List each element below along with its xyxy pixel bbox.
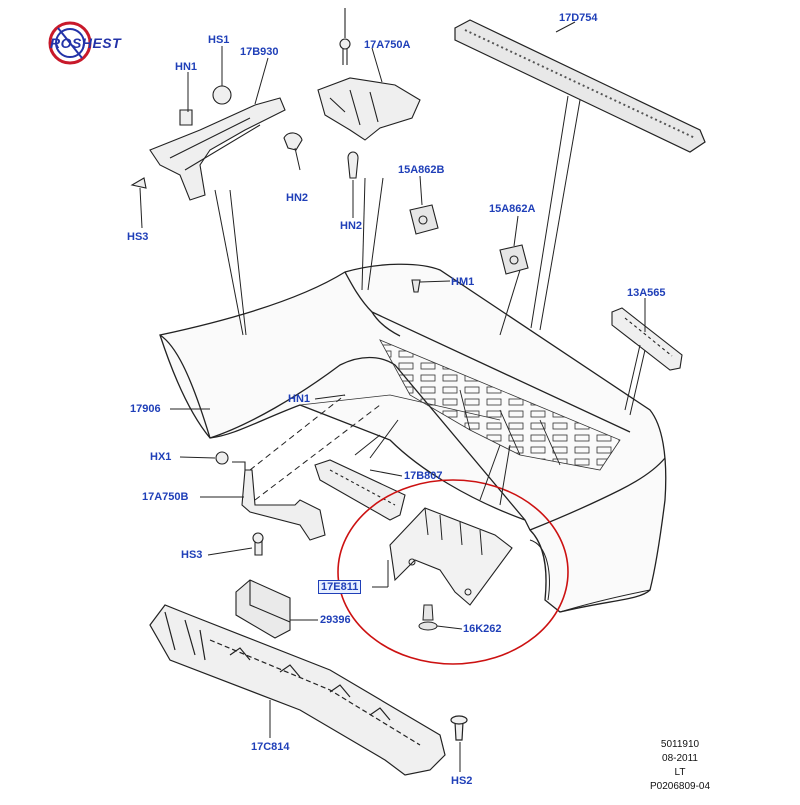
- callout-17906[interactable]: 17906: [130, 403, 161, 415]
- top-trim-17d754: [454, 19, 706, 153]
- callout-hn2[interactable]: HN2: [286, 192, 309, 204]
- callout-15a862a[interactable]: 15A862A: [489, 203, 536, 215]
- logo-text: ROSHEST: [50, 35, 122, 51]
- bumper-cover-17906: [159, 263, 667, 613]
- callout-hs3[interactable]: HS3: [181, 549, 203, 561]
- callout-hs3[interactable]: HS3: [127, 231, 149, 243]
- leader-lines: [139, 21, 646, 772]
- footer-ref: P0206809-04: [649, 781, 711, 792]
- bracket-17a750a: [317, 8, 421, 179]
- callout-17a750b[interactable]: 17A750B: [142, 491, 189, 503]
- callout-29396[interactable]: 29396: [320, 614, 351, 626]
- callout-17e811[interactable]: 17E811: [318, 580, 362, 594]
- callout-17b930[interactable]: 17B930: [240, 46, 279, 58]
- footer-side: LT: [674, 767, 686, 778]
- rosheest-logo: [48, 21, 92, 65]
- callout-16k262[interactable]: 16K262: [463, 623, 502, 635]
- callout-hn2[interactable]: HN2: [340, 220, 363, 232]
- part-29396: [235, 579, 291, 639]
- bracket-13a565: [611, 307, 683, 371]
- callout-hm1[interactable]: HM1: [451, 276, 475, 288]
- bracket-17b930: [130, 85, 303, 201]
- lower-trim-17b807: [314, 459, 406, 521]
- callout-17a750a[interactable]: 17A750A: [364, 39, 411, 51]
- footer-code: 5011910: [660, 739, 700, 750]
- callout-hn1[interactable]: HN1: [288, 393, 311, 405]
- callout-hx1[interactable]: HX1: [150, 451, 172, 463]
- clips-15a862: [409, 204, 529, 293]
- reinforcement-17c814: [149, 604, 468, 776]
- callout-15a862b[interactable]: 15A862B: [398, 164, 445, 176]
- footer-date: 08-2011: [662, 753, 698, 764]
- callout-hn1[interactable]: HN1: [175, 61, 198, 73]
- callout-13a565[interactable]: 13A565: [627, 287, 666, 299]
- callout-17c814[interactable]: 17C814: [251, 741, 290, 753]
- callout-hs2[interactable]: HS2: [451, 775, 473, 787]
- bracket-17a750b: [215, 451, 326, 556]
- highlighted-bracket-17e811: [337, 479, 569, 665]
- callout-hs1[interactable]: HS1: [208, 34, 230, 46]
- callout-17d754[interactable]: 17D754: [559, 12, 598, 24]
- callout-17b807[interactable]: 17B807: [404, 470, 443, 482]
